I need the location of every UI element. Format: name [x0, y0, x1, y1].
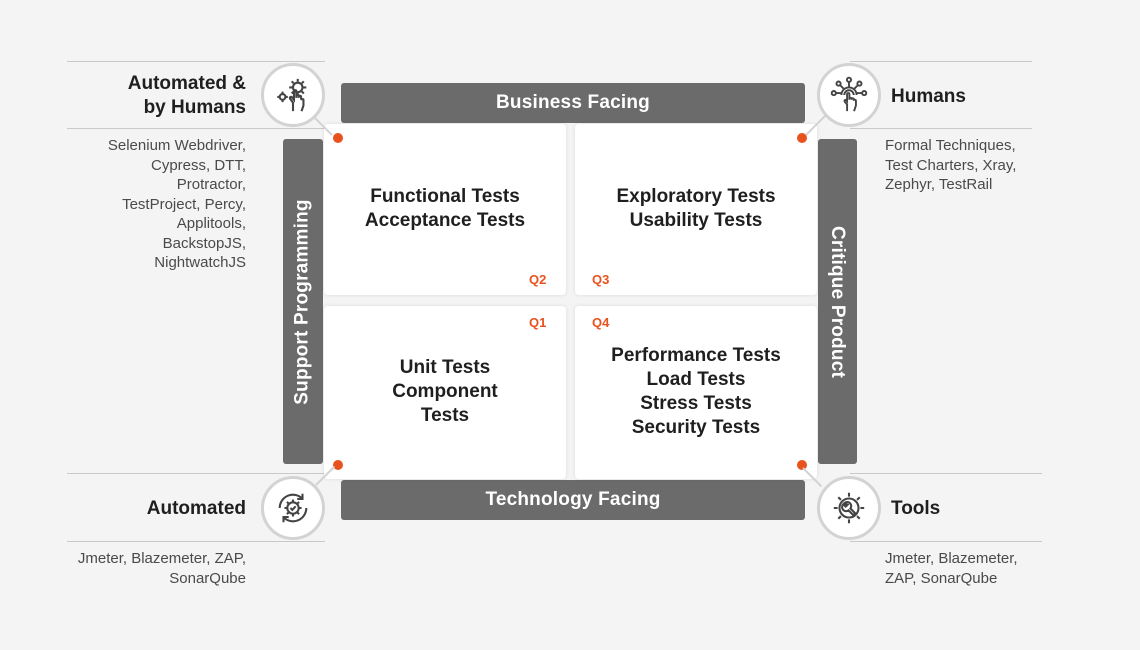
quadrant-q1-line-2: Component — [392, 381, 498, 402]
quadrant-q1: Q1 Unit Tests Component Tests — [324, 306, 566, 479]
touch-network-icon-graphic — [830, 76, 868, 112]
tool-line: Protractor, — [176, 176, 246, 193]
gear-hand-icon-graphic — [277, 78, 307, 112]
tools-title: Tools — [891, 497, 940, 521]
tool-line: Jmeter, Blazemeter, ZAP, — [77, 550, 246, 567]
critique-product-bar: Critique Product — [818, 139, 857, 464]
tool-line: Applitools, — [176, 215, 246, 232]
quadrant-q3-line-1: Exploratory Tests — [616, 186, 776, 207]
quadrant-q2: Functional Tests Acceptance Tests Q2 — [324, 124, 566, 295]
business-facing-label: Business Facing — [496, 92, 650, 113]
tool-line: Zephyr, TestRail — [885, 176, 993, 193]
tool-line: NightwatchJS — [154, 254, 246, 271]
technology-facing-bar: Technology Facing — [341, 480, 805, 520]
humans-title: Humans — [891, 85, 966, 109]
quadrant-q4-line-1: Performance Tests — [611, 345, 781, 366]
automated-title-line-1: Automated — [146, 498, 246, 519]
tool-line: Test Charters, Xray, — [885, 156, 1017, 174]
tool-line: ZAP, SonarQube — [885, 569, 998, 587]
tool-line: Selenium Webdriver, — [107, 137, 246, 154]
corner-dot-top-left — [333, 133, 343, 143]
quadrant-q4-line-2: Load Tests — [646, 369, 746, 390]
quadrant-q3-line-2: Usability Tests — [629, 210, 763, 231]
cycle-check-icon-graphic — [278, 493, 308, 523]
quadrant-q1-line-3: Tests — [420, 405, 470, 426]
quadrant-q4-line-3: Stress Tests — [640, 393, 752, 414]
automated-tools: Jmeter, Blazemeter, ZAP, SonarQube — [20, 549, 246, 588]
humans-tools: Formal Techniques, Test Charters, Xray, … — [885, 136, 1085, 195]
quadrant-q2-label: Q2 — [529, 272, 547, 287]
cycle-check-icon — [261, 476, 325, 540]
tool-line: BackstopJS, — [162, 234, 246, 252]
quadrant-q4-line-4: Security Tests — [631, 417, 761, 438]
quadrant-q4-label: Q4 — [592, 315, 610, 330]
quadrant-q1-label: Q1 — [529, 315, 547, 330]
tools-tools: Jmeter, Blazemeter, ZAP, SonarQube — [885, 549, 1085, 588]
divider-bottom-left-upper — [67, 473, 325, 474]
divider-bottom-right-upper — [850, 473, 1042, 474]
divider-bottom-left-lower — [67, 541, 325, 542]
quadrant-q2-line-1: Functional Tests — [370, 186, 520, 207]
wrench-gear-icon — [817, 476, 881, 540]
corner-dot-bottom-right — [797, 460, 807, 470]
touch-network-icon — [817, 63, 881, 127]
divider-top-right-lower — [850, 128, 1032, 129]
quadrant-q1-line-1: Unit Tests — [399, 357, 491, 378]
corner-dot-top-right — [797, 133, 807, 143]
divider-top-left-lower — [67, 128, 325, 129]
automated-and-humans-title-line-1: Automated & — [127, 73, 246, 94]
gear-hand-icon — [261, 63, 325, 127]
quadrant-q1-text: Unit Tests Component Tests — [324, 356, 566, 428]
quadrant-q2-line-2: Acceptance Tests — [364, 210, 526, 231]
tool-line: Cypress, DTT, — [150, 156, 246, 174]
tools-title-line-1: Tools — [891, 498, 941, 519]
support-programming-label: Support Programming — [292, 198, 314, 405]
divider-bottom-right-lower — [850, 541, 1042, 542]
automated-and-humans-title: Automated & by Humans — [86, 72, 246, 120]
divider-top-left-upper — [67, 61, 325, 62]
support-programming-bar: Support Programming — [283, 139, 323, 464]
divider-top-right-upper — [850, 61, 1032, 62]
tool-line: Jmeter, Blazemeter, — [885, 550, 1018, 567]
automated-title: Automated — [86, 497, 246, 521]
tool-line: TestProject, Percy, — [122, 195, 246, 213]
business-facing-bar: Business Facing — [341, 83, 805, 123]
quadrant-q2-text: Functional Tests Acceptance Tests — [324, 185, 566, 233]
quadrant-q3-label: Q3 — [592, 272, 610, 287]
quadrant-q4: Q4 Performance Tests Load Tests Stress T… — [575, 306, 817, 479]
corner-dot-bottom-left — [333, 460, 343, 470]
humans-title-line-1: Humans — [891, 86, 966, 107]
quadrant-q4-text: Performance Tests Load Tests Stress Test… — [575, 344, 817, 440]
tool-line: SonarQube — [169, 569, 246, 587]
wrench-gear-icon-graphic — [833, 492, 865, 524]
automated-and-humans-title-line-2: by Humans — [143, 97, 246, 118]
quadrant-q3: Exploratory Tests Usability Tests Q3 — [575, 124, 817, 295]
critique-product-label: Critique Product — [827, 225, 849, 378]
tool-line: Formal Techniques, — [885, 137, 1016, 154]
automated-and-humans-tools: Selenium Webdriver, Cypress, DTT, Protra… — [60, 136, 246, 273]
technology-facing-label: Technology Facing — [485, 489, 661, 510]
quadrant-q3-text: Exploratory Tests Usability Tests — [575, 185, 817, 233]
